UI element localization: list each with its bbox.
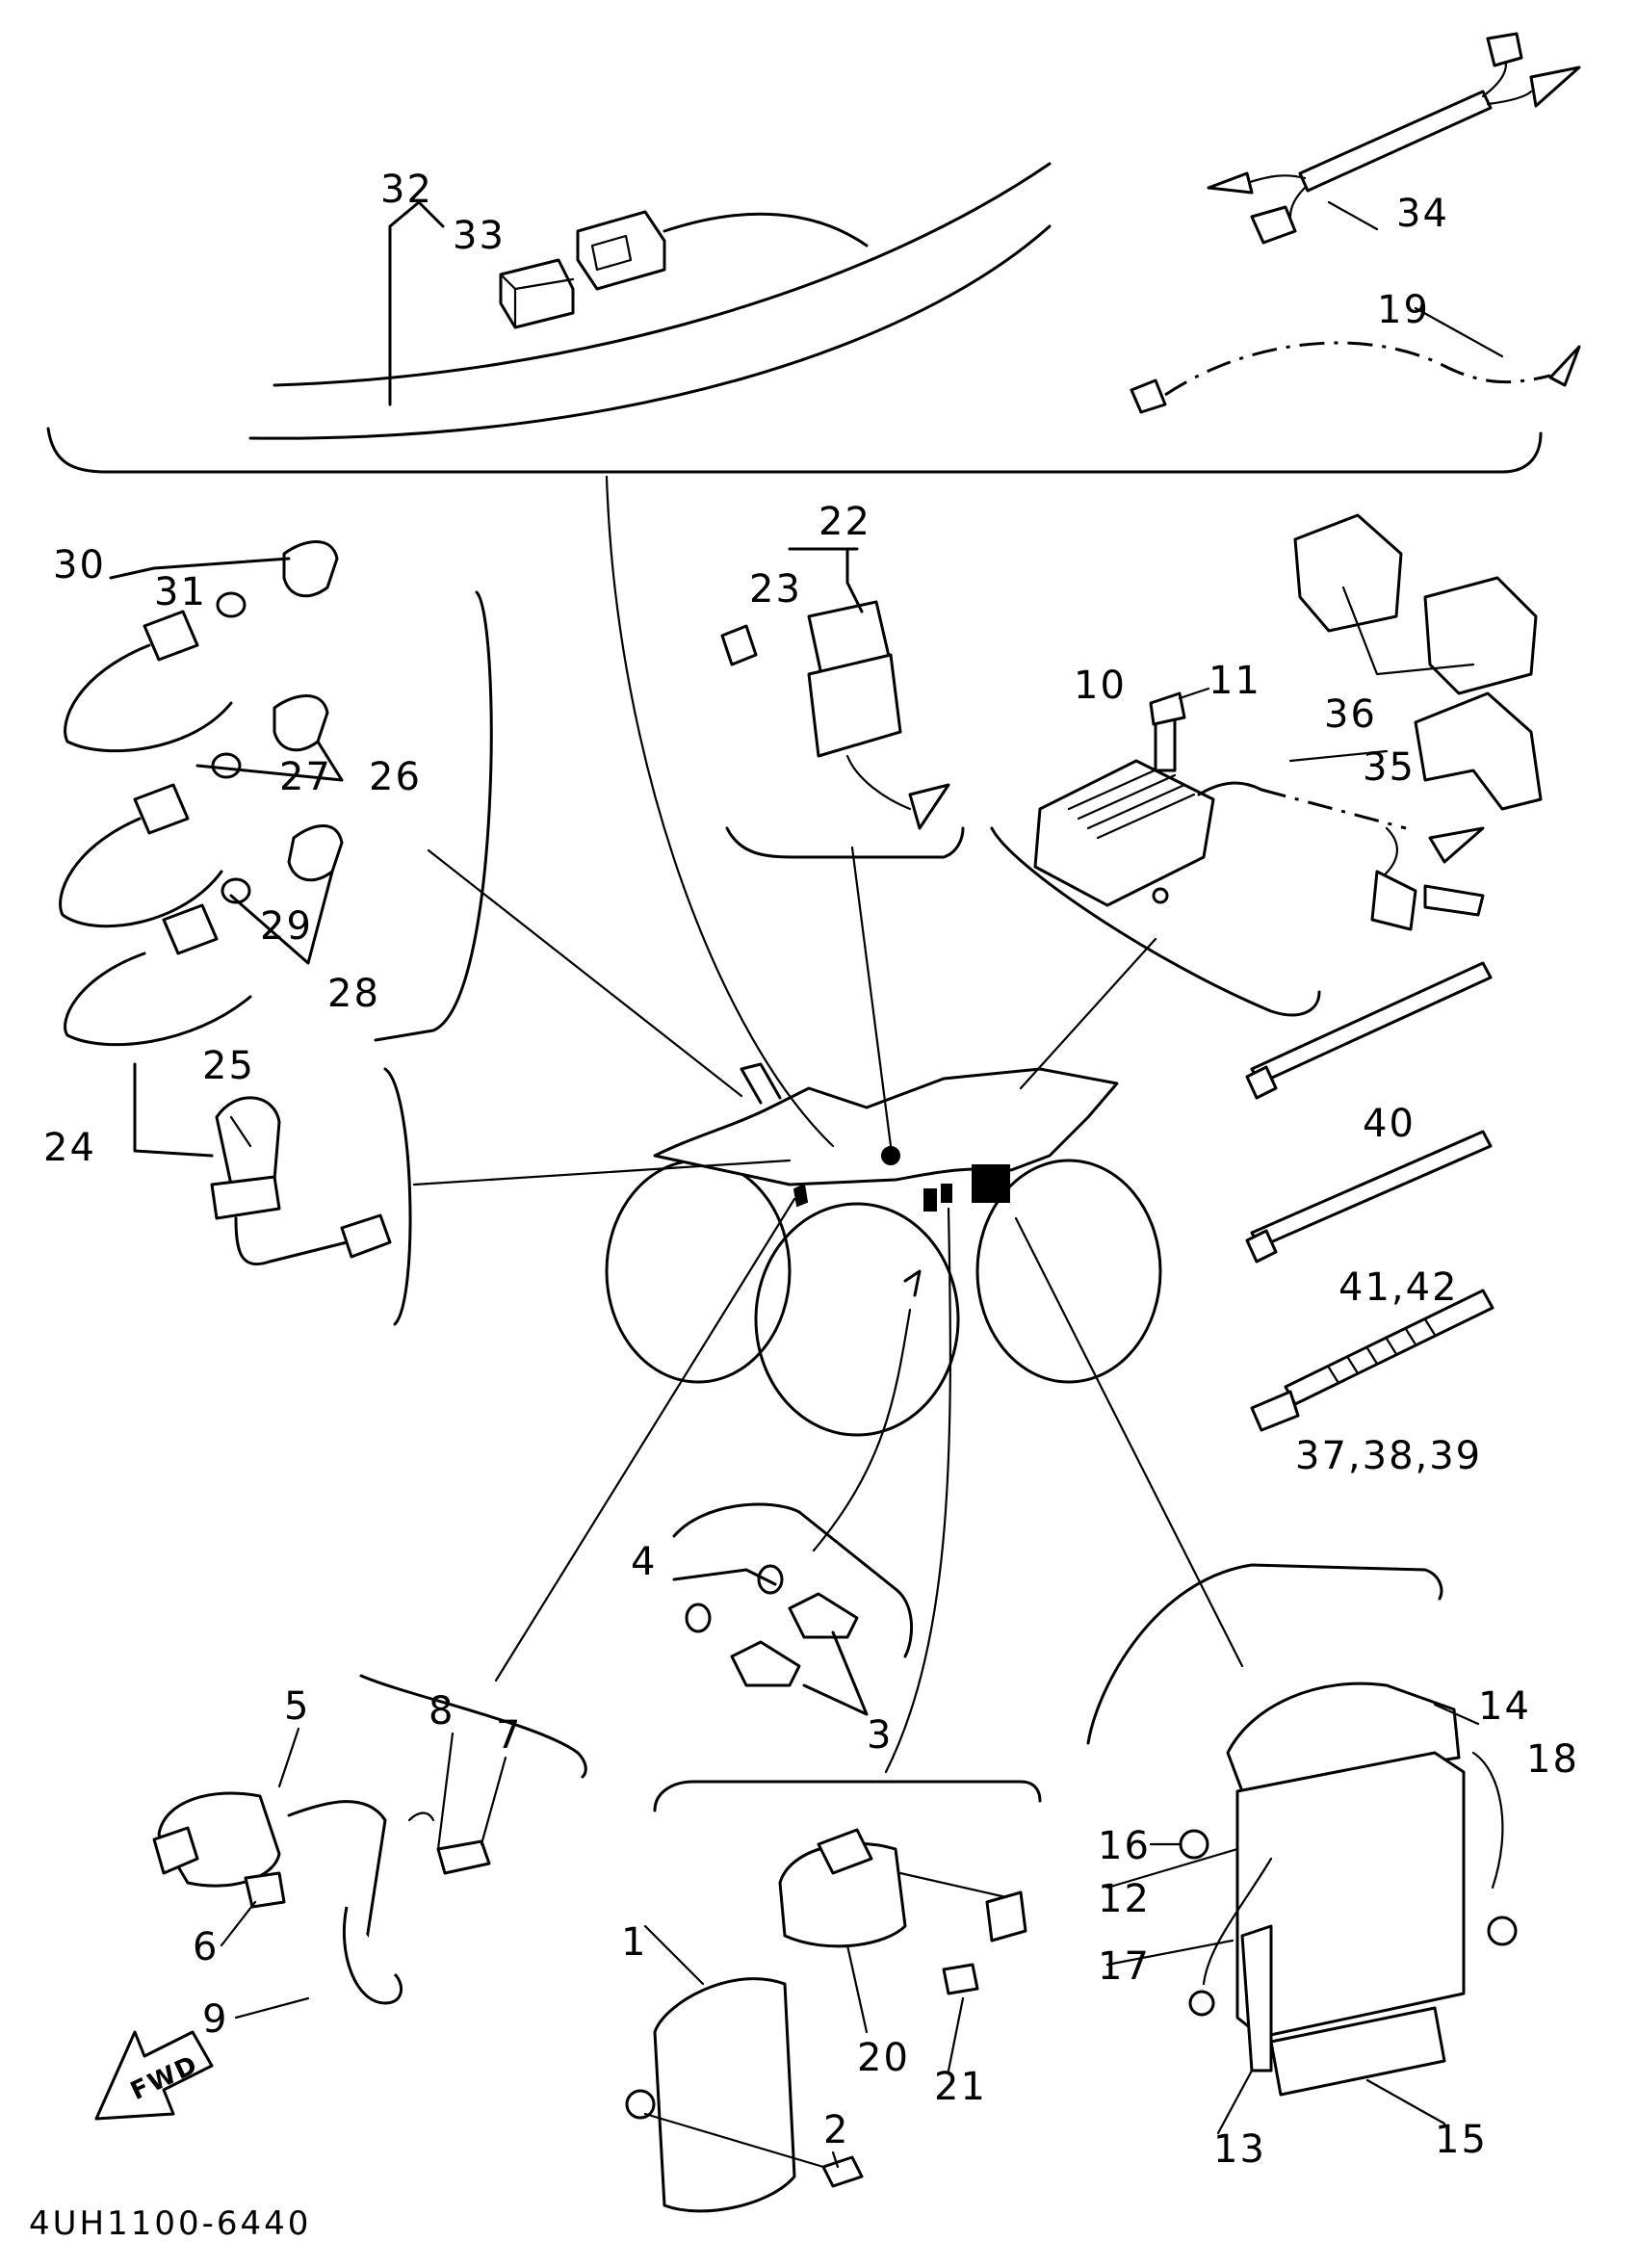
callout-1: 1 (621, 1920, 647, 1965)
callout-31: 31 (154, 570, 207, 614)
callout-32: 32 (380, 168, 433, 212)
battery-part (1086, 1563, 1518, 2097)
callout-24: 24 (43, 1126, 96, 1170)
callout-36: 36 (1324, 692, 1377, 737)
callout-6: 6 (193, 1925, 219, 1969)
rectifier-regulator-part (990, 691, 1485, 1017)
callout-13: 13 (1213, 2127, 1266, 2172)
callout-18: 18 (1526, 1737, 1579, 1782)
callout-10: 10 (1074, 664, 1127, 708)
lead-wire-part (1130, 341, 1581, 414)
wire-harness-group (46, 162, 1543, 474)
callout-29: 29 (260, 904, 313, 949)
callout-3: 3 (867, 1713, 893, 1758)
callout-40: 40 (1363, 1102, 1416, 1146)
neutral-switch-part (672, 1502, 914, 1716)
callout-21: 21 (934, 2065, 987, 2109)
leader-lines (412, 475, 1244, 1774)
callout-4: 4 (631, 1540, 657, 1584)
cdi-unit-part (625, 1780, 1042, 2213)
cable-ties-part (1245, 961, 1494, 1432)
callout-9: 9 (202, 1997, 228, 2042)
callout-16: 16 (1098, 1824, 1151, 1868)
starting-relay-part (499, 210, 869, 329)
callout-5: 5 (284, 1684, 310, 1729)
callout-14: 14 (1478, 1684, 1531, 1729)
callout-34: 34 (1396, 192, 1449, 236)
callout-22: 22 (818, 500, 871, 544)
sensor-group (59, 540, 493, 1047)
callout-leaders (220, 200, 1504, 2169)
callout-7: 7 (496, 1713, 522, 1758)
ignition-coil-part (152, 1674, 587, 2005)
forward-arrow-icon: FWD (94, 2030, 214, 2121)
diagram-code: 4UH1100-6440 (29, 2204, 311, 2243)
callout-11: 11 (1208, 659, 1261, 703)
callout-8: 8 (429, 1689, 455, 1734)
callout-19: 19 (1377, 288, 1430, 332)
callout-labels: 32 33 34 19 22 23 30 31 10 11 36 35 27 2… (29, 168, 1579, 2243)
callout-17: 17 (1098, 1944, 1151, 1989)
callout-20: 20 (857, 2036, 910, 2080)
callout-37-38-39: 37,38,39 (1295, 1434, 1482, 1478)
fuse-box-part (720, 547, 965, 859)
callout-28: 28 (327, 972, 380, 1016)
callout-2: 2 (823, 2108, 849, 2152)
callout-33: 33 (453, 214, 506, 258)
switch-part (133, 1062, 412, 1326)
callout-41-42: 41,42 (1338, 1265, 1459, 1310)
callout-15: 15 (1435, 2118, 1488, 2162)
sub-lead-part (1207, 32, 1581, 245)
callout-30: 30 (53, 543, 106, 587)
atv-outline (605, 1062, 1162, 1437)
terminal-covers-part (1293, 513, 1543, 811)
callout-27: 27 (279, 755, 332, 799)
callout-26: 26 (369, 755, 422, 799)
callout-25: 25 (202, 1044, 255, 1088)
callout-12: 12 (1098, 1877, 1151, 1921)
callout-23: 23 (749, 567, 802, 612)
